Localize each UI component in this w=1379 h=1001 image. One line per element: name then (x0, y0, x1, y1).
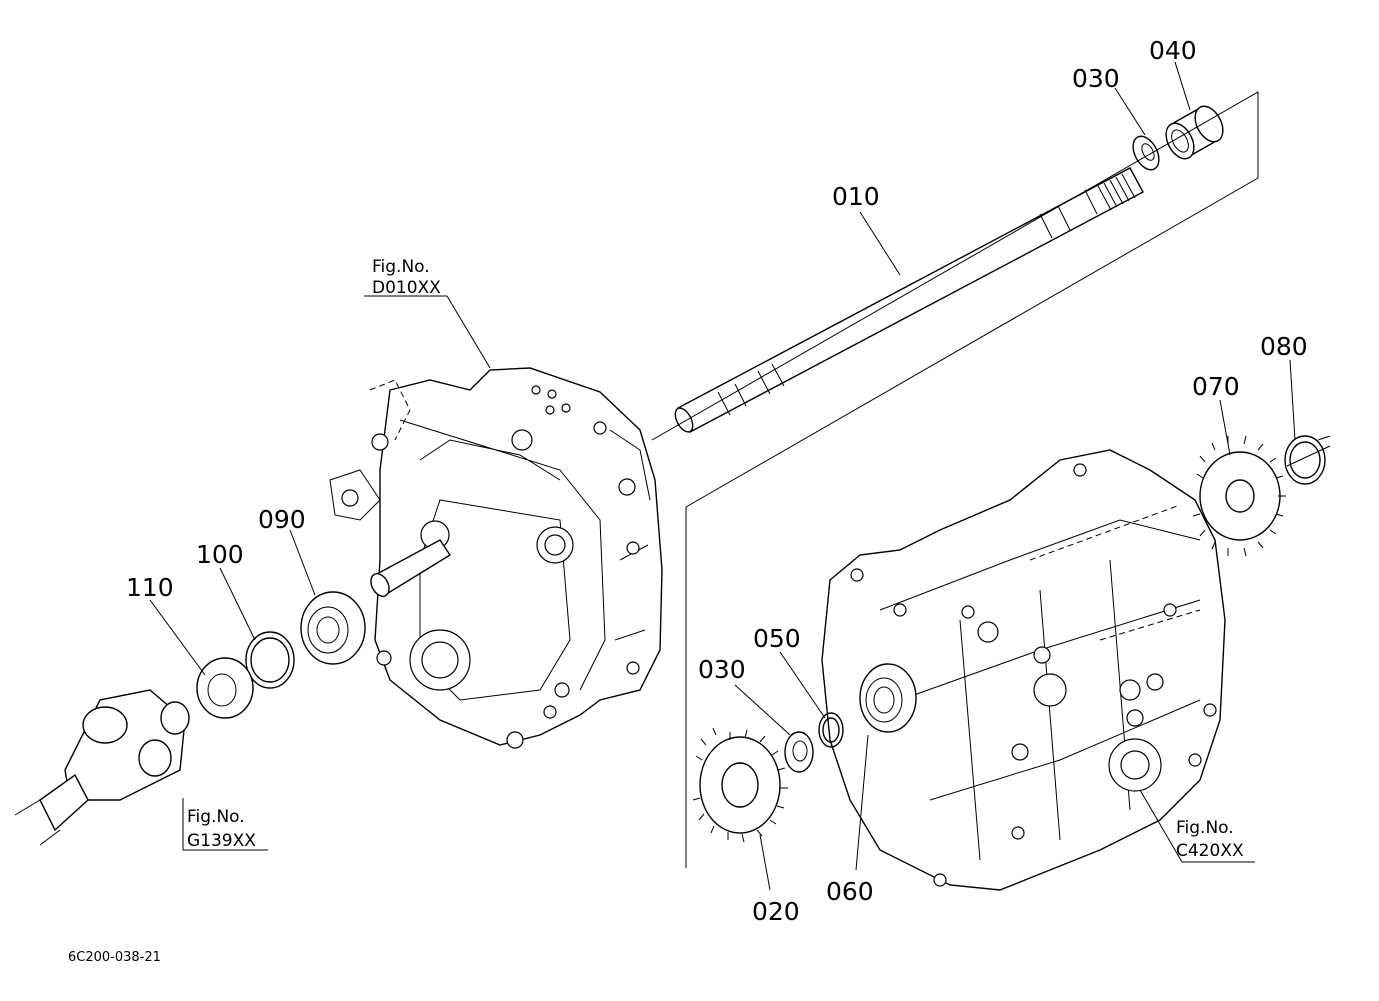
part-label-080: 080 (1260, 332, 1308, 361)
ball-bearing-090[interactable] (300, 591, 366, 665)
diagram-id: 6C200-038-21 (68, 950, 161, 965)
fig-ref-g139-line2: G139XX (187, 831, 256, 851)
part-label-110: 110 (126, 573, 174, 602)
bearing-040[interactable] (1160, 102, 1228, 164)
gear-070[interactable] (1192, 435, 1286, 557)
universal-joint (14, 689, 190, 832)
fig-ref-c420-line2: C420XX (1176, 841, 1244, 861)
transmission-case-front (329, 367, 663, 749)
fig-ref-c420-line1: Fig.No. (1176, 818, 1234, 838)
part-label-050: 050 (753, 624, 801, 653)
circlip-100[interactable] (245, 631, 295, 689)
part-label-060: 060 (826, 877, 874, 906)
fig-ref-d010-line1: Fig.No. (372, 257, 430, 277)
oil-seal-110[interactable] (196, 657, 254, 719)
shaft-010[interactable] (672, 167, 1144, 435)
ball-bearing-060[interactable] (859, 663, 917, 733)
gear-020[interactable] (692, 727, 788, 843)
part-label-030-upper: 030 (1072, 64, 1120, 93)
part-label-040: 040 (1149, 36, 1197, 65)
fig-ref-g139-line1: Fig.No. (187, 807, 245, 827)
part-label-070: 070 (1192, 372, 1240, 401)
washer-030-upper[interactable] (1128, 132, 1164, 174)
part-label-100: 100 (196, 540, 244, 569)
figure-references: Fig.No. D010XX Fig.No. G139XX Fig.No. C4… (187, 257, 1244, 861)
assembly-axis-lines (39, 91, 1331, 868)
part-labels: 010 020 030 030 040 050 060 070 080 090 … (126, 36, 1308, 926)
leader-lines (149, 61, 1296, 891)
part-label-020: 020 (752, 897, 800, 926)
part-label-010: 010 (832, 182, 880, 211)
circlip-050[interactable] (818, 712, 844, 748)
part-label-090: 090 (258, 505, 306, 534)
circlip-080[interactable] (1284, 435, 1326, 485)
washer-030-lower[interactable] (784, 731, 814, 773)
fig-ref-d010-line2: D010XX (372, 278, 441, 298)
transmission-case-rear (821, 449, 1226, 891)
part-label-030-lower: 030 (698, 655, 746, 684)
